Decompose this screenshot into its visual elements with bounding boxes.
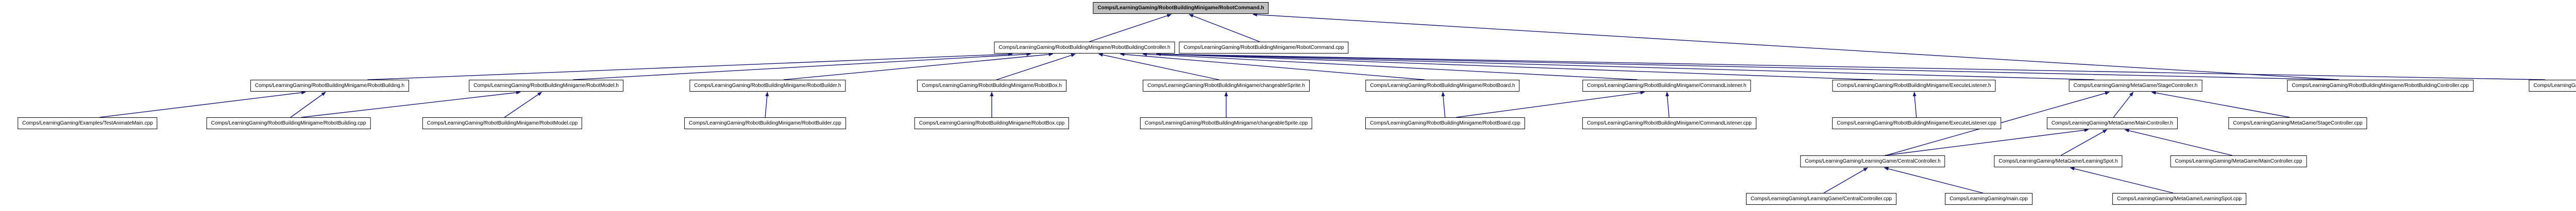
- edge-rm_h-to-rbc_h: [573, 52, 1031, 80]
- graph-node-rbc_cpp[interactable]: Comps/LearningGaming/RobotBuildingMiniga…: [2287, 80, 2473, 92]
- graph-node-mc_cpp[interactable]: Comps/LearningGaming/MetaGame/MainContro…: [2170, 155, 2307, 167]
- graph-node-ls_cpp[interactable]: Comps/LearningGaming/MetaGame/LearningSp…: [2112, 193, 2246, 205]
- edge-rbox_h-to-rbc_h: [996, 54, 1076, 80]
- graph-node-tam_cpp[interactable]: Comps/LearningGaming/Examples/TestAnimat…: [18, 117, 158, 129]
- edge-tam_cpp-to-rb_h: [99, 91, 306, 118]
- graph-node-rbox_h[interactable]: Comps/LearningGaming/RobotBuildingMiniga…: [917, 80, 1066, 92]
- graph-node-cs_cpp[interactable]: Comps/LearningGaming/RobotBuildingMiniga…: [1140, 117, 1313, 129]
- edge-rbc_cpp-to-rc_h: [1252, 12, 2340, 80]
- edge-rb_h-to-rbc_h: [367, 52, 1013, 80]
- graph-node-rbc_h[interactable]: Comps/LearningGaming/RobotBuildingMiniga…: [994, 42, 1175, 54]
- edge-cc_cpp-to-cc_h: [1823, 167, 1868, 194]
- graph-node-rb_h[interactable]: Comps/LearningGaming/RobotBuildingMiniga…: [250, 80, 410, 92]
- edge-rb_cpp-to-rb_h: [290, 92, 326, 118]
- graph-node-cc_cpp[interactable]: Comps/LearningGaming/LearningGame/Centra…: [1745, 193, 1897, 205]
- graph-node-rb_cpp[interactable]: Comps/LearningGaming/RobotBuildingMiniga…: [206, 117, 371, 129]
- edge-rboard_cpp-to-cl_h: [1456, 91, 1645, 118]
- graph-node-rm_h[interactable]: Comps/LearningGaming/RobotBuildingMiniga…: [469, 80, 623, 92]
- edge-el_h-to-rbc_h: [1156, 52, 1873, 80]
- edge-ls_cpp-to-ls_h: [2070, 167, 2174, 194]
- graph-node-rc_cpp[interactable]: Comps/LearningGaming/RobotBuildingMiniga…: [1179, 42, 1349, 54]
- edge-rc_cpp-to-rc_h: [1189, 14, 1260, 42]
- edge-mc_h-to-sc_h: [2113, 92, 2134, 118]
- edge-rboard_cpp-to-rboard_h: [1441, 92, 1446, 118]
- edge-rb_cpp-to-rm_h: [301, 91, 521, 118]
- edge-cc_h-to-mc_h: [1885, 128, 2089, 156]
- graph-node-mc_h[interactable]: Comps/LearningGaming/MetaGame/MainContro…: [2046, 117, 2178, 129]
- edge-rm_cpp-to-rm_h: [504, 92, 543, 118]
- edge-rboard_h-to-rbc_h: [1120, 52, 1425, 80]
- edge-ls_h-to-mc_h: [2060, 129, 2108, 156]
- graph-node-rbox_cpp[interactable]: Comps/LearningGaming/RobotBuildingMiniga…: [914, 117, 1070, 129]
- edge-cs_h-to-rbc_h: [1098, 53, 1219, 80]
- graph-node-rbuilder_h[interactable]: Comps/LearningGaming/RobotBuildingMiniga…: [689, 80, 846, 92]
- graph-node-rbuilder_cpp[interactable]: Comps/LearningGaming/RobotBuildingMiniga…: [684, 117, 846, 129]
- edge-mc_cpp-to-mc_h: [2124, 129, 2232, 156]
- graph-node-rboard_cpp[interactable]: Comps/LearningGaming/RobotBuildingMiniga…: [1365, 117, 1525, 129]
- graph-node-rm_cpp[interactable]: Comps/LearningGaming/RobotBuildingMiniga…: [422, 117, 583, 129]
- edge-main_cpp-to-cc_h: [1884, 167, 1983, 194]
- edge-sc_h-to-rbc_h: [1156, 52, 2095, 80]
- graph-node-res_cpp[interactable]: Comps/LearningGaming/Toolkit/resources.c…: [2529, 80, 2576, 92]
- graph-node-rboard_h[interactable]: Comps/LearningGaming/RobotBuildingMiniga…: [1365, 80, 1520, 92]
- edge-cl_h-to-rbc_h: [1142, 52, 1638, 80]
- graph-node-cs_h[interactable]: Comps/LearningGaming/RobotBuildingMiniga…: [1143, 80, 1310, 92]
- graph-node-rc_h[interactable]: Comps/LearningGaming/RobotBuildingMiniga…: [1093, 2, 1269, 14]
- edge-rbuilder_cpp-to-rbuilder_h: [765, 92, 769, 118]
- graph-node-sc_cpp[interactable]: Comps/LearningGaming/MetaGame/StageContr…: [2228, 117, 2367, 129]
- edge-rbc_h-to-rc_h: [1089, 14, 1172, 42]
- graph-node-el_cpp[interactable]: Comps/LearningGaming/RobotBuildingMiniga…: [1832, 117, 2001, 129]
- graph-node-ls_h[interactable]: Comps/LearningGaming/MetaGame/LearningSp…: [1994, 155, 2123, 167]
- graph-node-cl_cpp[interactable]: Comps/LearningGaming/RobotBuildingMiniga…: [1582, 117, 1756, 129]
- graph-node-cl_h[interactable]: Comps/LearningGaming/RobotBuildingMiniga…: [1582, 80, 1751, 92]
- edge-rbuilder_h-to-rbc_h: [783, 52, 1054, 80]
- graph-node-main_cpp[interactable]: Comps/LearningGaming/main.cpp: [1945, 193, 2032, 205]
- edge-el_cpp-to-el_h: [1912, 92, 1917, 118]
- graph-node-el_h[interactable]: Comps/LearningGaming/RobotBuildingMiniga…: [1832, 80, 1996, 92]
- graph-node-cc_h[interactable]: Comps/LearningGaming/LearningGame/Centra…: [1800, 155, 1945, 167]
- edge-cl_cpp-to-cl_h: [1665, 92, 1670, 118]
- edge-rbc_cpp-to-rbc_h: [1156, 52, 2340, 80]
- edge-group: [99, 12, 2546, 194]
- edge-sc_cpp-to-sc_h: [2151, 91, 2290, 118]
- graph-node-sc_h[interactable]: Comps/LearningGaming/MetaGame/StageContr…: [2069, 80, 2202, 92]
- edge-res_cpp-to-rbc_h: [1156, 52, 2546, 80]
